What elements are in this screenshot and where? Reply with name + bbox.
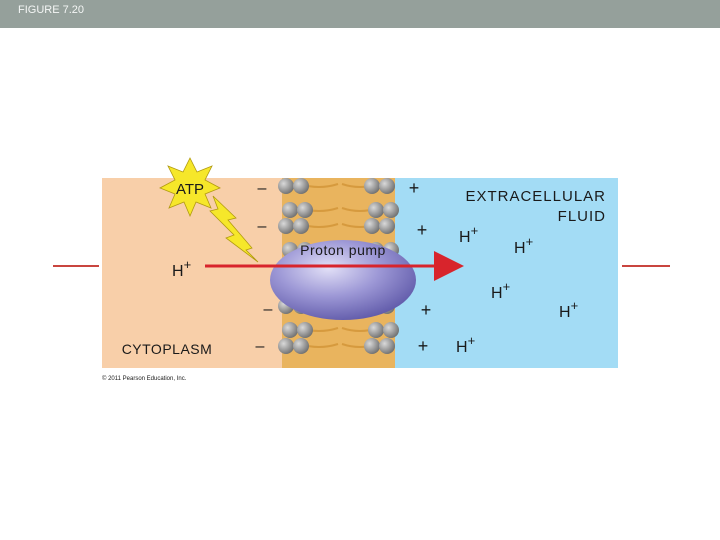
lipid-head <box>282 202 298 218</box>
lipid-head <box>379 338 395 354</box>
lightning-bolt-icon <box>209 195 259 263</box>
proton-ion: H+ <box>454 217 488 251</box>
svg-text:H+: H+ <box>514 234 533 257</box>
negative-charge: – <box>264 301 273 318</box>
svg-text:H+: H+ <box>172 257 191 280</box>
lipid-head <box>297 322 313 338</box>
negative-charge: – <box>258 218 267 235</box>
lipid-head <box>364 338 380 354</box>
proton-ion: H+ <box>509 228 543 262</box>
atp-burst <box>159 157 221 218</box>
lipid-head <box>379 218 395 234</box>
lipid-head <box>293 338 309 354</box>
proton-pump-protein <box>270 240 416 320</box>
figure-caption: FIGURE 7.20 <box>18 4 85 16</box>
lipid-head <box>278 178 294 194</box>
positive-charge: + <box>421 300 432 320</box>
pump-label: Proton pump <box>300 242 386 258</box>
positive-charge: + <box>417 220 428 240</box>
negative-charge: – <box>258 180 267 197</box>
lipid-head <box>379 178 395 194</box>
lipid-head <box>368 202 384 218</box>
lipid-head <box>278 218 294 234</box>
right-divider-line <box>622 265 670 267</box>
svg-text:H+: H+ <box>491 279 510 302</box>
lipid-head <box>293 218 309 234</box>
lipid-head <box>278 338 294 354</box>
lipid-head <box>293 178 309 194</box>
left-divider-line <box>53 265 99 267</box>
positive-charge: + <box>418 336 429 356</box>
extracellular-label-line2: FLUID <box>558 208 606 225</box>
title-bar: FIGURE 7.20 <box>0 0 720 28</box>
extracellular-region <box>395 178 618 368</box>
lipid-head <box>364 218 380 234</box>
cytoplasm-label: CYTOPLASM <box>122 341 213 357</box>
positive-charge: + <box>409 178 420 198</box>
lipid-head <box>383 322 399 338</box>
proton-ion: H+ <box>168 251 202 285</box>
svg-text:H+: H+ <box>456 333 475 356</box>
atp-label: ATP <box>176 181 204 198</box>
proton-ion: H+ <box>554 292 588 326</box>
lipid-head <box>383 202 399 218</box>
lipid-head <box>368 322 384 338</box>
lipid-head <box>282 322 298 338</box>
lipid-head <box>364 178 380 194</box>
proton-ion: H+ <box>486 273 520 307</box>
svg-text:H+: H+ <box>559 298 578 321</box>
svg-text:H+: H+ <box>459 223 478 246</box>
lipid-head <box>297 202 313 218</box>
proton-ion: H+ <box>451 327 485 361</box>
negative-charge: – <box>256 338 265 355</box>
copyright-notice: © 2011 Pearson Education, Inc. <box>102 375 187 382</box>
extracellular-label-line1: EXTRACELLULAR <box>465 188 606 205</box>
